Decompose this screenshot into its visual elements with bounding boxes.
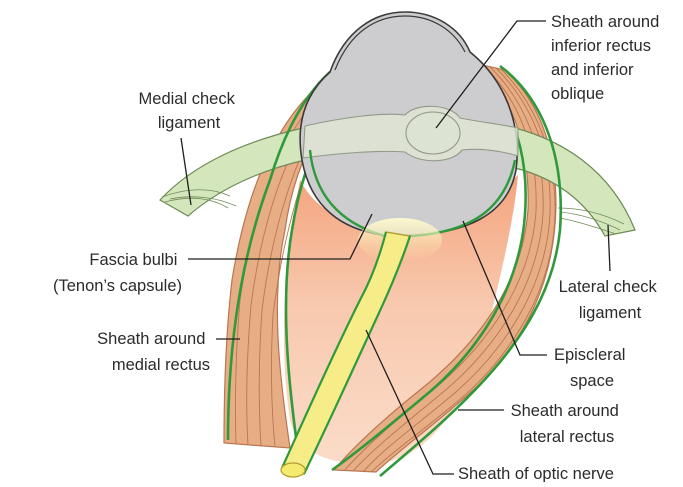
label-line: space <box>570 372 614 390</box>
label-line: (Tenon’s capsule) <box>53 277 182 295</box>
label-medial-sheath: Sheath around medial rectus <box>97 330 210 374</box>
label-line: Sheath around <box>97 330 205 348</box>
label-line: medial rectus <box>112 356 210 374</box>
muscle-cross-section <box>406 112 460 154</box>
label-line: Lateral check <box>559 278 658 296</box>
label-line: ligament <box>158 114 221 132</box>
label-optic-sheath: Sheath of optic nerve <box>458 465 614 482</box>
label-line: Sheath around <box>551 13 659 31</box>
label-line: lateral rectus <box>520 428 614 446</box>
label-line: Episcleral <box>554 346 626 364</box>
label-line: and inferior <box>551 61 634 79</box>
label-medial-check: Medial check ligament <box>139 90 240 132</box>
label-line: Fascia bulbi <box>89 251 177 269</box>
label-lateral-check: Lateral check ligament <box>559 278 662 322</box>
label-line: Sheath of optic nerve <box>458 465 614 482</box>
label-lateral-sheath: Sheath around lateral rectus <box>511 402 624 446</box>
label-episcleral: Episcleral space <box>554 346 630 390</box>
label-line: inferior rectus <box>551 37 651 55</box>
label-line: oblique <box>551 85 604 103</box>
label-line: ligament <box>579 304 642 322</box>
label-fascia-bulbi: Fascia bulbi (Tenon’s capsule) <box>53 251 182 295</box>
label-line: Medial check <box>139 90 236 108</box>
label-line: Sheath around <box>511 402 619 420</box>
optic-nerve-cut-end <box>281 463 305 477</box>
label-inferior-sheath: Sheath around inferior rectus and inferi… <box>551 13 664 103</box>
